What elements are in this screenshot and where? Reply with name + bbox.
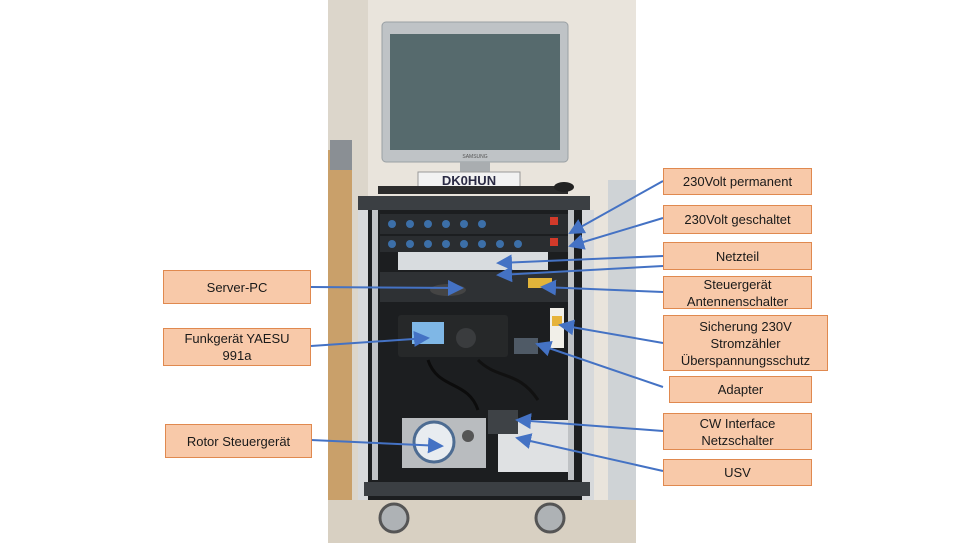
label-cw-interface: CW Interface Netzschalter [663,413,812,450]
callsign-plate: DK0HUN [442,173,496,188]
label-netzteil: Netzteil [663,242,812,270]
arrow-sicherung [558,319,664,344]
label-230v-permanent: 230Volt permanent [663,168,812,195]
arrow-netzteil [496,254,664,271]
arrow-adapter [535,340,664,388]
label-antennenschalter: Steuergerät Antennenschalter [663,276,812,309]
svg-text:SAMSUNG: SAMSUNG [462,154,487,160]
arrow-230v-switched [568,217,664,250]
label-sicherung: Sicherung 230V Stromzähler Überspannungs… [663,315,828,371]
label-adapter: Adapter [669,376,812,403]
arrow-server-pc [310,279,464,296]
label-server-pc: Server-PC [163,270,311,304]
arrow-netzteil-2 [496,265,664,283]
label-funkgeraet: Funkgerät YAESU 991a [163,328,311,366]
arrow-rotor [310,437,444,454]
arrow-antennenschalter [540,279,664,296]
arrow-230v-perm [568,180,664,234]
label-usv: USV [663,459,812,486]
arrow-cw-interface [515,413,664,432]
arrow-funkgeraet [310,330,430,347]
arrow-usv [515,433,664,472]
monitor: SAMSUNG [381,21,569,180]
label-230v-geschaltet: 230Volt geschaltet [663,205,812,234]
label-rotor-steuergeraet: Rotor Steuergerät [165,424,312,458]
rack-photo: SAMSUNG DK0HUN [328,0,636,543]
